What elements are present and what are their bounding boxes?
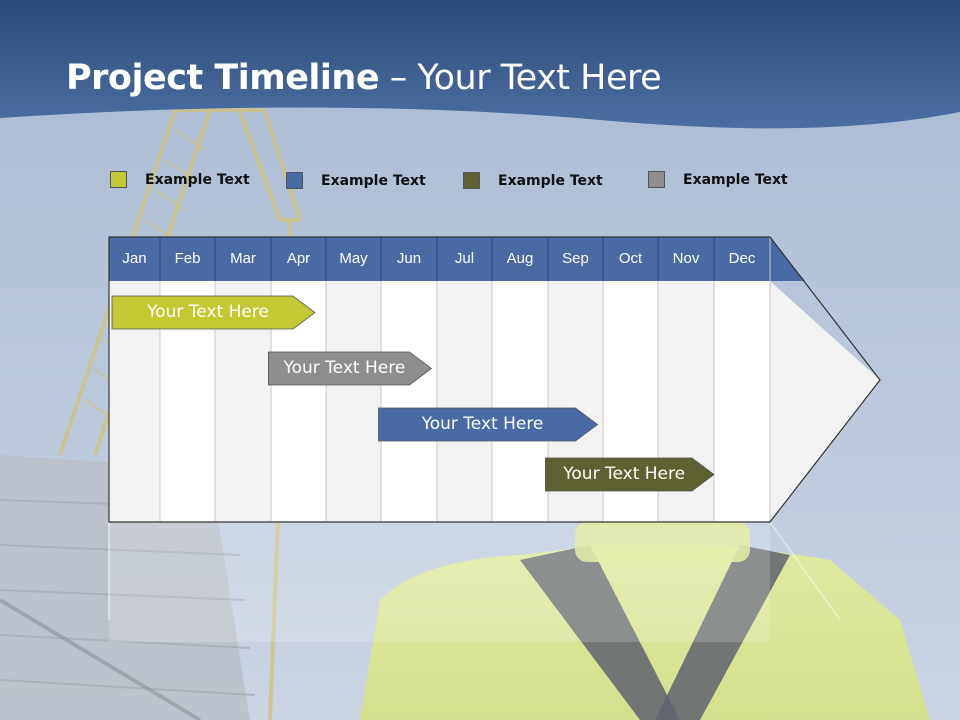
- month-column: [492, 281, 548, 522]
- task-bar: [378, 407, 599, 442]
- month-label: Sep: [562, 250, 589, 267]
- month-column: [381, 281, 437, 522]
- timeline-reflection: [109, 522, 770, 642]
- month-label: Aug: [506, 250, 534, 267]
- legend-swatch: [648, 171, 665, 188]
- title-subtitle: Your Text Here: [417, 58, 662, 98]
- title-main: Project Timeline: [66, 58, 380, 98]
- month-column: [714, 281, 770, 522]
- task-bar-label: Your Text Here: [563, 464, 686, 484]
- month-column: [437, 281, 492, 522]
- month-label: Jan: [122, 250, 147, 267]
- month-label: Feb: [174, 250, 201, 267]
- legend-item: Example Text: [463, 172, 603, 189]
- legend-item: Example Text: [648, 171, 788, 188]
- legend-swatch: [463, 172, 480, 189]
- task-bar: [545, 457, 715, 492]
- legend-swatch: [110, 171, 127, 188]
- legend-label: Example Text: [321, 172, 426, 189]
- task-bar-label: Your Text Here: [421, 414, 544, 434]
- legend-item: Example Text: [286, 172, 426, 189]
- legend-label: Example Text: [145, 171, 250, 188]
- task-bar: [267, 351, 433, 386]
- month-label: Jul: [454, 250, 475, 267]
- month-label: Oct: [618, 250, 643, 267]
- legend-label: Example Text: [498, 172, 603, 189]
- month-label: Apr: [286, 250, 311, 267]
- slide-title: Project Timeline – Your Text Here: [66, 58, 662, 98]
- task-bar-label: Your Text Here: [283, 358, 406, 378]
- legend-label: Example Text: [683, 171, 788, 188]
- task-bar: [111, 295, 316, 330]
- legend-item: Example Text: [110, 171, 250, 188]
- month-label: Jun: [396, 250, 422, 267]
- task-bar-label: Your Text Here: [147, 302, 269, 322]
- arrow-body: [770, 281, 880, 522]
- month-header-row: [109, 237, 770, 281]
- month-column: [326, 281, 381, 522]
- month-label: May: [339, 250, 368, 267]
- timeline-outline: [108, 236, 881, 523]
- month-label: Mar: [230, 250, 256, 267]
- reflection-edge: [769, 521, 841, 621]
- month-label: Nov: [672, 250, 700, 267]
- month-label: Dec: [728, 250, 756, 267]
- title-separator: –: [389, 58, 408, 98]
- legend-swatch: [286, 172, 303, 189]
